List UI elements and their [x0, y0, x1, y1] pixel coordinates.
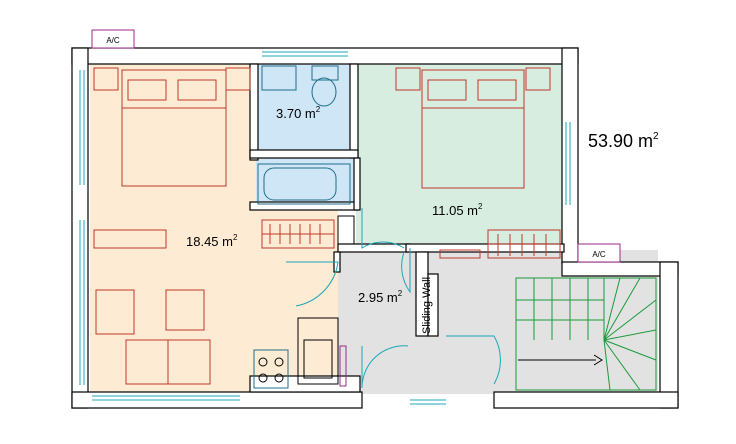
bedroom-left-area-label: 18.45 m2	[186, 233, 238, 249]
wardrobe-left-rails	[262, 224, 334, 244]
sliding-wall-label: Sliding Wall	[421, 277, 433, 334]
bathtub-inner	[263, 167, 337, 201]
bathroom-sink	[261, 65, 297, 91]
bathtub	[257, 163, 351, 205]
desk-left	[93, 229, 167, 249]
wardrobe-right-rails	[488, 234, 560, 256]
cooktop	[253, 349, 289, 389]
fridge	[339, 345, 347, 387]
toilet-tank	[311, 65, 339, 81]
kitchen-sink	[297, 317, 339, 385]
kitchen-sink-basin	[303, 339, 333, 379]
toilet	[311, 77, 337, 107]
ac-tag-right: A/C	[592, 250, 606, 259]
windows	[79, 51, 571, 405]
desk-right	[439, 249, 481, 259]
bedroom-right-floor	[356, 64, 562, 248]
staircase	[515, 277, 657, 391]
ac-tag-top-box	[91, 29, 135, 49]
total-area-label: 53.90 m2	[588, 131, 659, 151]
stair-direction-arrow	[593, 354, 603, 366]
linen-cupboard	[337, 215, 355, 245]
bedroom-right-area-label: 11.05 m2	[432, 202, 483, 218]
ac-tag-right-box	[577, 243, 621, 263]
bathroom-floor	[256, 64, 354, 206]
double-bed-left	[93, 67, 251, 187]
doors	[286, 208, 501, 389]
armchair	[95, 289, 135, 335]
bathroom-area-label: 3.70 m2	[276, 105, 321, 121]
double-bed-right	[395, 67, 551, 189]
hall-area-label: 2.95 m2	[358, 289, 403, 305]
coffee-table	[165, 289, 205, 331]
ac-tag-top: A/C	[106, 36, 120, 45]
cooktop-burners	[258, 357, 284, 383]
